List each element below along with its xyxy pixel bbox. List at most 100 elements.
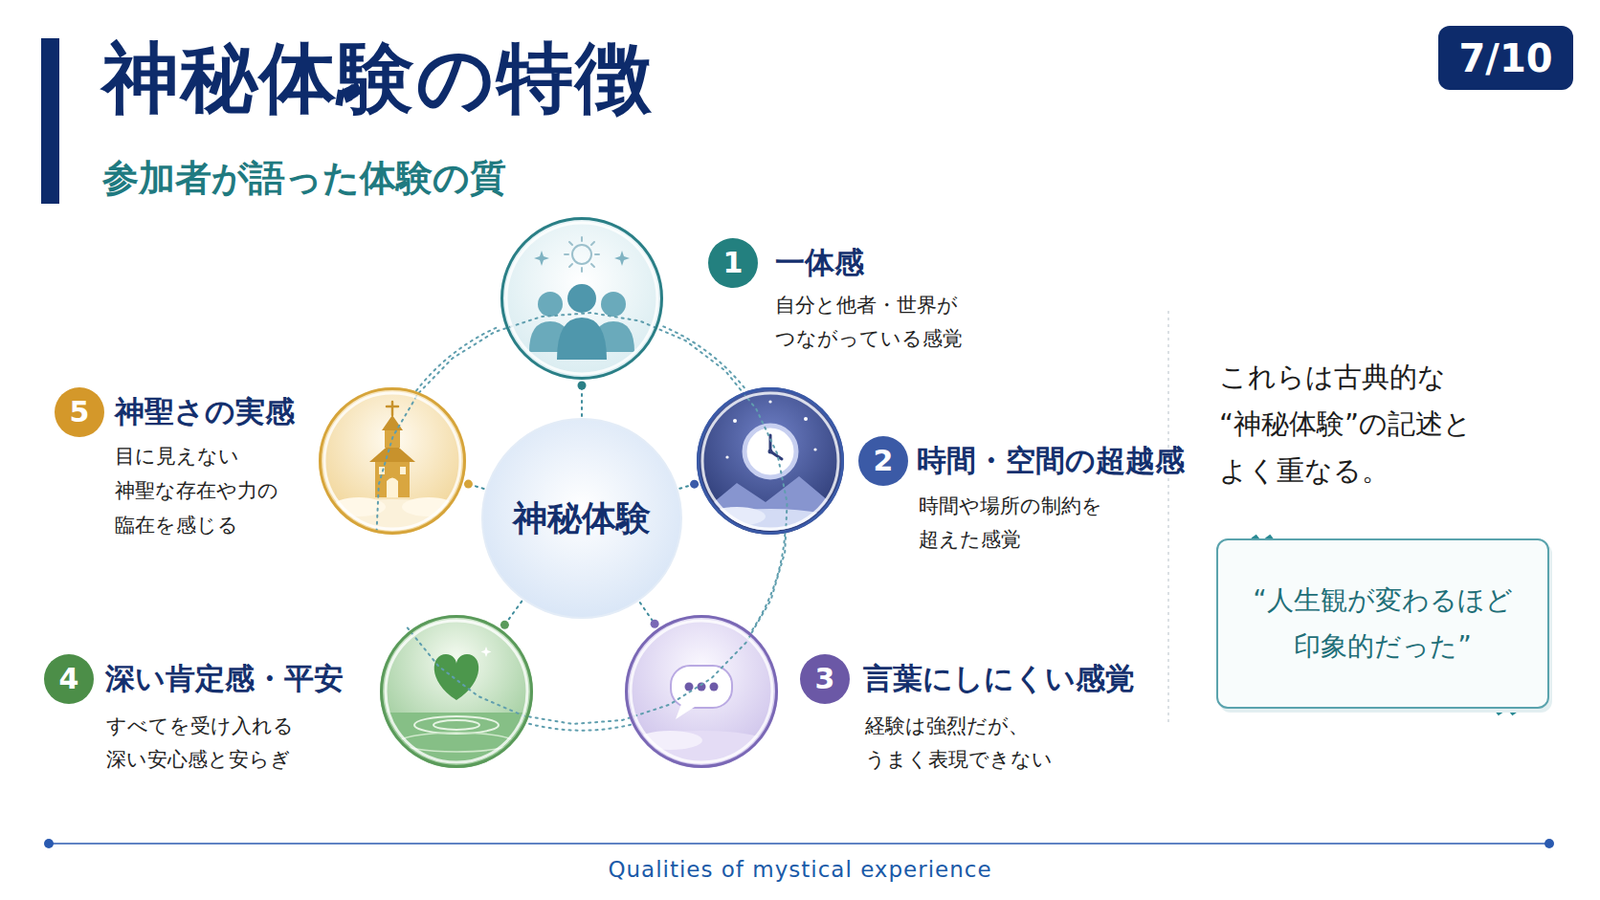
unity-icon xyxy=(500,217,664,380)
unity-icon-part xyxy=(556,317,607,360)
connector-dot xyxy=(500,621,510,630)
unity-icon-part xyxy=(529,321,572,353)
sacred-icon-part xyxy=(381,415,403,431)
circle-border xyxy=(698,389,844,534)
spoke-connector xyxy=(580,385,583,417)
unity-icon-part xyxy=(533,250,550,267)
panel-divider xyxy=(1168,311,1170,725)
speech-icon-part xyxy=(697,683,707,692)
callout-number: 4 xyxy=(44,654,94,705)
circle-inner-ring xyxy=(630,621,773,763)
panel-divider-part xyxy=(1167,311,1170,725)
quality-heading: 言葉にしにくい感覚 xyxy=(863,661,1135,697)
quality-circle: 3言葉にしにくい感覚経験は強烈だが、 うまく表現できない xyxy=(624,615,778,769)
footer-rule xyxy=(44,839,1555,849)
sacred-icon-part-part xyxy=(391,401,395,416)
time-space-icon-part xyxy=(725,455,729,459)
circle-outline xyxy=(624,615,778,769)
quality-circle: 1一体感自分と他者・世界が つながっている感覚 xyxy=(500,217,664,380)
sacred-icon-part xyxy=(369,442,416,463)
unity-icon-part-part xyxy=(591,264,595,267)
center-label: 神秘体験 xyxy=(512,495,651,543)
ring-connector xyxy=(752,533,785,630)
circle-border xyxy=(320,389,466,534)
speech-icon xyxy=(624,615,778,769)
unity-icon-part xyxy=(600,291,626,317)
quality-circle: 5神聖さの実感目に見えない 神聖な存在や力の 臨在を感じる xyxy=(318,387,467,535)
quality-heading: 時間・空間の超越感 xyxy=(916,443,1185,479)
circle-outline xyxy=(379,615,534,769)
unity-icon-part-part xyxy=(569,242,573,245)
slide-title: 神秘体験の特徴 xyxy=(102,36,654,121)
sacred-icon-part xyxy=(378,466,385,475)
center-circle-fill xyxy=(482,419,682,619)
unity-icon-part-part xyxy=(595,253,600,256)
peace-icon-part xyxy=(379,615,534,769)
edge-group xyxy=(640,602,660,629)
sacred-icon-part xyxy=(400,466,406,475)
time-space-icon-part xyxy=(768,400,772,403)
sacred-icon-part-part xyxy=(332,497,386,517)
quality-text: 目に見えない 神聖な存在や力の 臨在を感じる xyxy=(114,439,282,543)
center-circle: 神秘体験 xyxy=(481,418,683,620)
circle-inner-ring xyxy=(506,222,658,375)
circle-inner-ring xyxy=(385,621,528,763)
unity-icon-part xyxy=(592,321,635,353)
time-space-icon-part xyxy=(733,419,737,423)
callout-number: 5 xyxy=(54,387,105,438)
ring-connector xyxy=(416,326,501,392)
connector-dot xyxy=(689,480,699,489)
quality-text: すべてを受け入れる 深い安心感と安らぎ xyxy=(106,710,297,778)
circle-outline xyxy=(318,387,467,535)
connector-dot xyxy=(464,480,473,489)
time-space-icon-part xyxy=(770,435,782,460)
edge-group xyxy=(500,601,522,630)
connector-dot xyxy=(650,620,660,629)
peace-icon-part xyxy=(481,646,492,658)
page-number: 7/10 xyxy=(1458,36,1553,81)
note-text: これらは古典的な “神秘体験”の記述と よく重なる。 xyxy=(1219,354,1476,495)
circle-border xyxy=(626,617,778,768)
sacred-icon-part xyxy=(375,459,410,498)
unity-icon-part xyxy=(572,244,592,265)
quality-heading: 神聖さの実感 xyxy=(114,394,295,430)
edge-group xyxy=(663,326,747,391)
footer-rule-part xyxy=(44,839,54,849)
speech-icon-part xyxy=(685,683,694,692)
peace-icon-part-part xyxy=(433,720,480,731)
quality-text: 時間や場所の制約を 超えた感覚 xyxy=(918,489,1106,557)
quality-text: 経験は強烈だが、 うまく表現できない xyxy=(865,710,1056,778)
ring-connector xyxy=(528,724,631,732)
unity-icon-part-part xyxy=(580,267,583,272)
time-space-icon-part-part xyxy=(770,451,782,460)
circle-border xyxy=(381,617,533,768)
peace-icon-part xyxy=(434,654,479,701)
edge-group xyxy=(679,480,699,489)
quality-text: 自分と他者・世界が つながっている感覚 xyxy=(775,288,966,356)
unity-icon-part-part xyxy=(569,264,573,267)
quote-box: “人生観が変わるほど 印象的だった” xyxy=(1216,538,1550,710)
speech-icon-part-part xyxy=(637,731,703,751)
quote-text: “人生観が変わるほど 印象的だった” xyxy=(1251,577,1515,670)
footer-rule-part xyxy=(48,843,1550,845)
circle-border xyxy=(502,219,663,379)
time-space-icon-part-part xyxy=(769,435,773,452)
spoke-connector xyxy=(504,601,522,626)
edge-group xyxy=(416,326,501,392)
time-space-icon-part xyxy=(744,425,797,478)
sacred-icon-part-part xyxy=(386,405,399,409)
time-space-icon xyxy=(696,387,847,546)
subtitle: 参加者が語った体験の質 xyxy=(102,156,507,201)
time-space-icon-part xyxy=(813,447,817,451)
unity-icon-part xyxy=(500,217,664,380)
unity-icon-part xyxy=(564,237,600,272)
unity-icon-part-part xyxy=(564,253,569,256)
callout-number: 2 xyxy=(858,436,909,487)
connector-dot xyxy=(577,381,587,391)
time-space-icon-part xyxy=(768,449,774,455)
time-space-icon-part xyxy=(696,387,845,535)
circle-outline xyxy=(500,217,664,380)
footer-caption: Qualities of mystical experience xyxy=(0,857,1600,883)
edge-group xyxy=(752,533,785,630)
speech-icon-part xyxy=(624,615,778,769)
